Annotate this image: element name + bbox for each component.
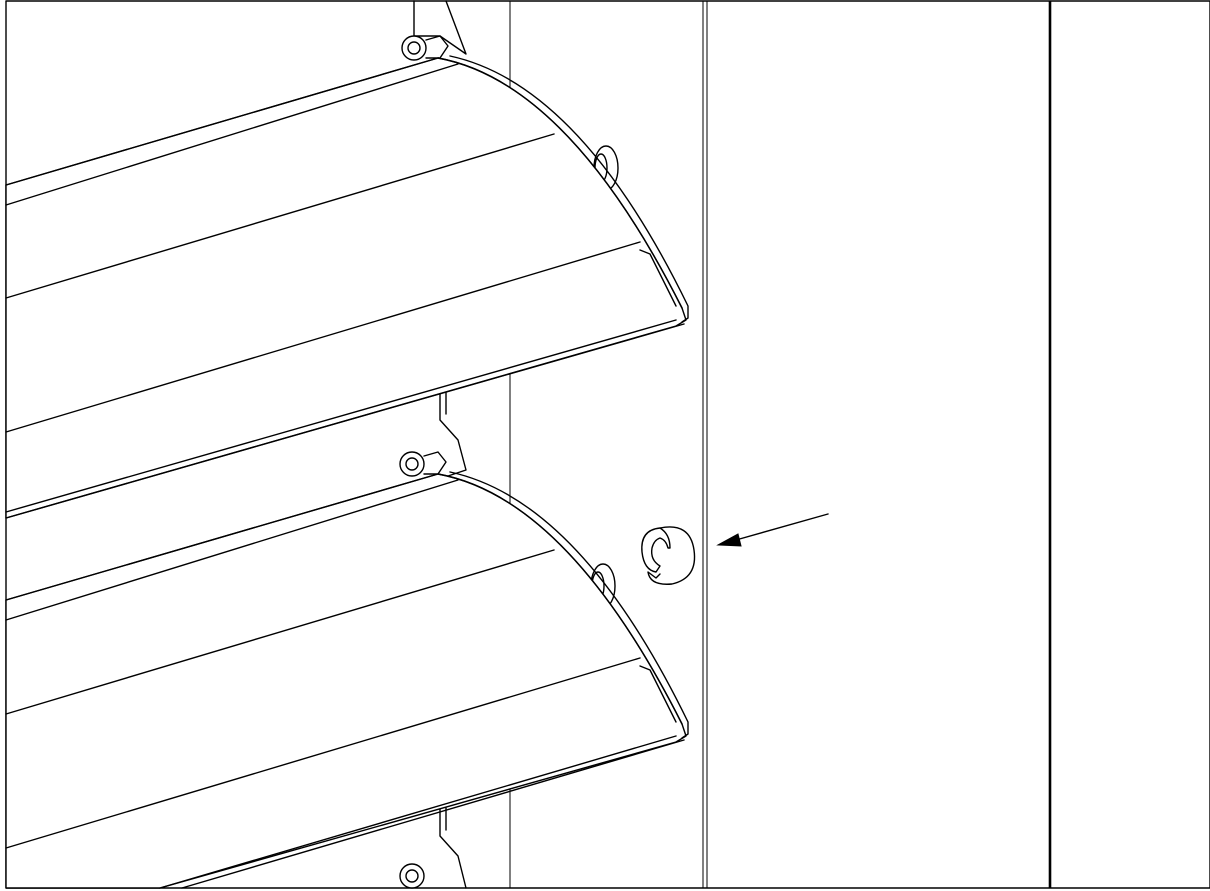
pivot-bolt-bottom bbox=[399, 863, 425, 889]
pivot-bolt-middle bbox=[399, 451, 447, 477]
callout-arrow bbox=[716, 513, 829, 547]
arrow-icon bbox=[716, 533, 742, 547]
louver-blade-lower bbox=[5, 471, 689, 889]
louver-blade-upper bbox=[5, 55, 689, 519]
bushing-clip bbox=[641, 526, 696, 585]
pivot-bolt-top bbox=[401, 35, 449, 61]
pivot-bracket-bottom bbox=[439, 807, 467, 889]
arrow-shaft bbox=[735, 513, 829, 541]
pivot-bracket-middle bbox=[439, 391, 467, 477]
